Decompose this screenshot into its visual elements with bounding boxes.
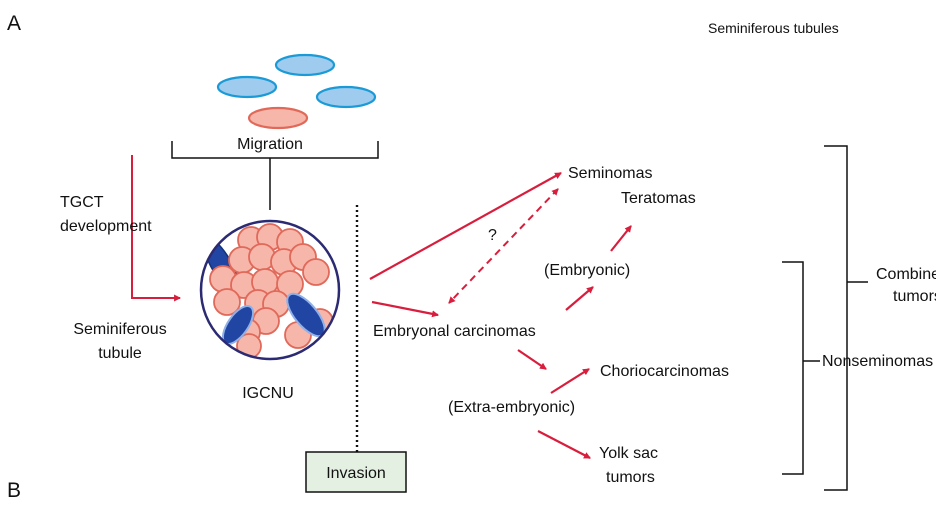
migrating-cell-blue [315, 85, 377, 109]
panel-label-b: B [7, 479, 21, 502]
embryonal-carcinomas-label: Embryonal carcinomas [373, 323, 536, 340]
panel-label-a: A [7, 12, 21, 35]
combined-tumors-bracket [824, 145, 868, 491]
embryonic-label: (Embryonic) [544, 262, 630, 279]
arrow-to-embryonic [565, 286, 594, 311]
migrating-cell-blue [216, 75, 278, 99]
migration-label: Migration [237, 136, 303, 153]
tgct-development-arrow [131, 155, 182, 302]
tgct-label-line1: TGCT [60, 194, 104, 211]
igcnu-tubule [199, 219, 341, 361]
yolk-sac-label-line2: tumors [606, 469, 655, 486]
tubule-wall [199, 219, 341, 361]
dashed-bidirectional-arrow [448, 188, 559, 304]
invasion-box [305, 451, 407, 493]
tumor-cell [213, 288, 241, 316]
seminomas-label: Seminomas [568, 165, 652, 182]
arrow-to-choriocarcinomas [550, 368, 590, 394]
arrow-to-embryonal-carcinomas [371, 300, 440, 318]
arrow-to-seminomas [369, 172, 562, 280]
migration-bracket [171, 141, 379, 210]
pathway-arrows [369, 172, 632, 459]
igcnu-label: IGCNU [242, 385, 294, 402]
choriocarcinomas-label: Choriocarcinomas [600, 363, 729, 380]
header-title: Seminiferous tubules [708, 20, 839, 36]
extra-embryonic-label: (Extra-embryonic) [448, 399, 575, 416]
arrow-to-teratomas [610, 225, 632, 252]
teratomas-label: Teratomas [621, 190, 696, 207]
invasion-label: Invasion [326, 465, 386, 482]
migrating-cells [216, 53, 377, 130]
question-mark: ? [488, 227, 497, 244]
migrating-cell-pink [247, 106, 309, 130]
seminiferous-tubule-label-line2: tubule [98, 345, 142, 362]
nonseminomas-label: Nonseminomas [822, 353, 933, 370]
arrow-to-yolk-sac-tumors [537, 430, 591, 459]
combined-tumors-label-line1: Combined [876, 266, 936, 283]
tgct-label-line2: development [60, 218, 152, 235]
tumor-cell [302, 258, 330, 286]
nonseminomas-bracket [782, 261, 820, 475]
combined-tumors-label-line2: tumors [893, 288, 936, 305]
yolk-sac-label-line1: Yolk sac [599, 445, 658, 462]
arrow-to-extra-embryonic [517, 349, 547, 370]
migrating-cell-blue [274, 53, 336, 77]
seminiferous-tubule-label-line1: Seminiferous [73, 321, 166, 338]
